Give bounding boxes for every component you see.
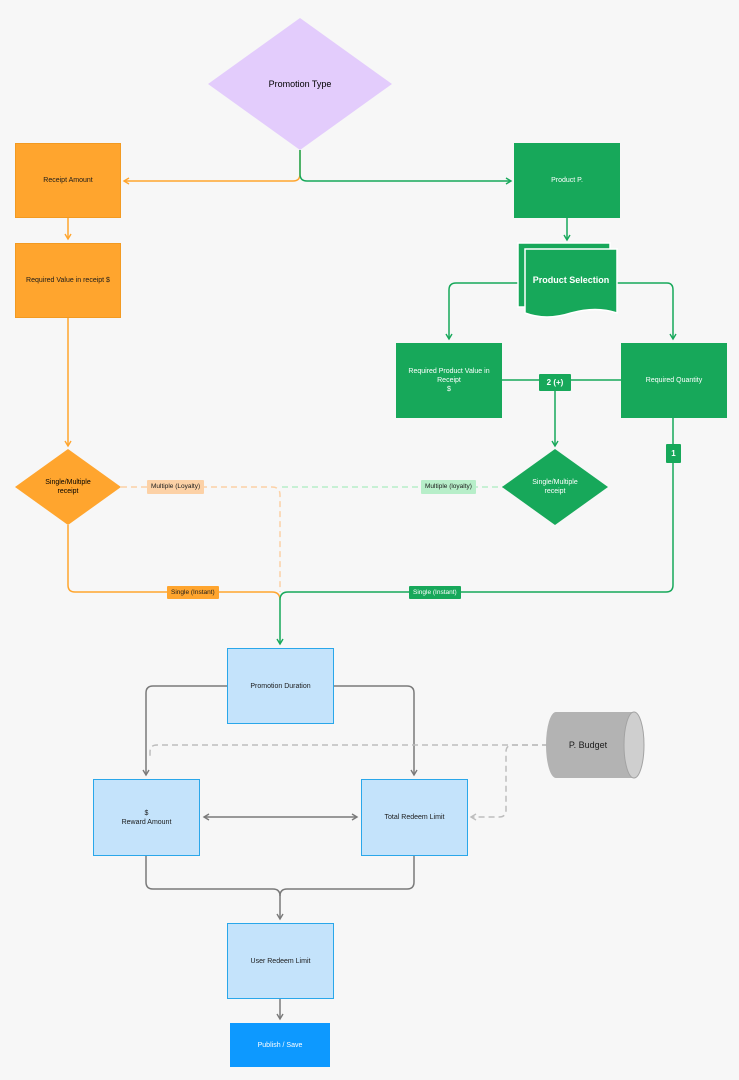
connector-total-to-user-limit — [279, 856, 415, 897]
edge-label-single-instant-right: Single (Instant) — [409, 586, 461, 599]
p-budget-label: P. Budget — [568, 739, 608, 750]
receipt-amount-label: Receipt Amount — [43, 177, 93, 184]
receipt-amount-box[interactable]: Receipt Amount — [15, 143, 121, 218]
product-p-box[interactable]: Product P. — [514, 143, 620, 218]
promotion-duration-box[interactable]: Promotion Duration — [227, 648, 334, 724]
connector-reward-to-user-limit — [145, 856, 284, 921]
promotion-type-label: Promotion Type — [268, 78, 332, 89]
connector-selection-to-required-quantity — [616, 282, 677, 341]
connector-multiple-loyalty-left — [121, 486, 281, 592]
publish-save-label: Publish / Save — [257, 1041, 303, 1049]
single-multiple-left-label: Single/Multiple receipt — [45, 479, 91, 495]
connector-budget-to-reward — [149, 744, 548, 758]
connector-budget-to-total — [469, 744, 548, 821]
total-redeem-limit-box[interactable]: Total Redeem Limit — [361, 779, 468, 856]
edge-label-single-instant-left: Single (Instant) — [167, 586, 219, 599]
product-selection-label: Product Selection — [532, 274, 610, 285]
connector-quantity-to-duration — [276, 418, 674, 646]
connector-single-left-to-duration — [67, 525, 281, 601]
product-p-label: Product P. — [551, 177, 583, 184]
required-quantity-label: Required Quantity — [645, 377, 703, 384]
total-redeem-limit-label: Total Redeem Limit — [384, 814, 445, 821]
publish-save-button[interactable]: Publish / Save — [230, 1023, 330, 1067]
connector-duration-to-reward — [142, 685, 227, 777]
edge-label-one: 1 — [666, 444, 681, 463]
single-multiple-left-diamond[interactable] — [15, 449, 121, 525]
connector-promotion-to-receipt — [122, 150, 301, 185]
reward-amount-label: $ Reward Amount — [121, 809, 172, 826]
edge-label-multiple-loyalty-left: Multiple (Loyalty) — [147, 480, 205, 494]
single-multiple-right-diamond[interactable] — [502, 449, 608, 525]
product-selection-shape[interactable] — [517, 242, 618, 318]
connector-duration-to-total — [334, 685, 418, 777]
user-redeem-limit-label: User Redeem Limit — [250, 957, 311, 965]
promotion-duration-label: Promotion Duration — [250, 682, 311, 690]
required-product-value-label: Required Product Value in Receipt $ — [408, 368, 490, 393]
promotion-type-diamond[interactable] — [208, 18, 392, 150]
required-quantity-box[interactable]: Required Quantity — [621, 343, 727, 418]
p-budget-cylinder[interactable] — [546, 711, 645, 779]
connector-promotion-to-product — [299, 150, 513, 185]
single-multiple-right-label: Single/Multiple receipt — [532, 479, 578, 495]
reward-amount-box[interactable]: $ Reward Amount — [93, 779, 200, 856]
user-redeem-limit-box[interactable]: User Redeem Limit — [227, 923, 334, 999]
required-value-receipt-label: Required Value in receipt $ — [26, 277, 110, 284]
edge-label-multiple-loyalty-right: Multiple (loyalty) — [421, 480, 476, 494]
required-product-value-box[interactable]: Required Product Value in Receipt $ — [396, 343, 502, 418]
edge-label-two-plus: 2 (+) — [539, 374, 571, 391]
connector-selection-to-required-value — [445, 282, 520, 341]
required-value-receipt-box[interactable]: Required Value in receipt $ — [15, 243, 121, 318]
